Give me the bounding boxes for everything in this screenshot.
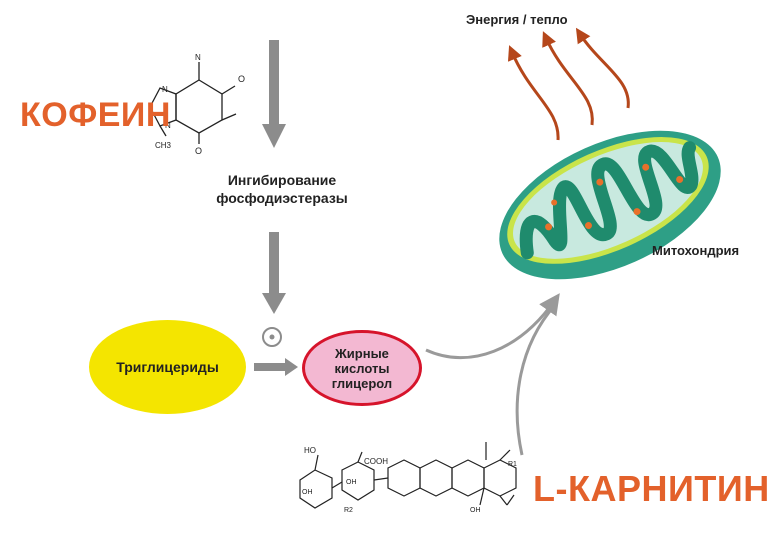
triglycerides-label: Триглицериды: [116, 359, 219, 375]
heat-arrows-icon: [507, 27, 630, 141]
fatty-acids-line3: глицерол: [331, 375, 393, 391]
curve-arrow-fatty-to-mito: [425, 293, 560, 360]
mitochondria-label: Митохондрия: [652, 243, 740, 258]
methyl-label: CH3: [155, 141, 172, 150]
mol-label-oh-2: OH: [346, 479, 357, 486]
mol-label-oh-3: OH: [470, 507, 481, 514]
svg-text:N: N: [162, 85, 168, 94]
flow-arrow-horizontal: [254, 358, 298, 376]
fatty-acids-line2: кислоты: [334, 360, 390, 376]
mol-label-ho: HO: [304, 446, 316, 455]
mitochondrion-icon: [499, 130, 721, 280]
carnitine-title: L-КАРНИТИН: [533, 468, 770, 509]
fatty-acids-line1: Жирные: [335, 345, 389, 361]
mol-label-oh-1: OH: [302, 489, 313, 496]
svg-text:N: N: [195, 53, 201, 62]
triglycerides-node: Триглицериды: [89, 320, 246, 414]
inhibition-symbol-icon: [262, 327, 282, 347]
mol-label-r2: R2: [344, 507, 353, 514]
svg-text:O: O: [195, 146, 202, 156]
inhibition-label-line2: фосфодиэстеразы: [216, 190, 348, 206]
fatty-acids-node: Жирные кислоты глицерол: [302, 330, 422, 406]
curve-arrow-carnitine-to-mito: [515, 304, 557, 456]
carnitine-structure: HO COOH OH OH R2 R1 OH: [299, 442, 517, 514]
caffeine-title: КОФЕИН: [20, 96, 171, 134]
inhibition-label: Ингибирование фосфодиэстеразы: [192, 171, 372, 207]
flow-arrow-top: [262, 40, 286, 148]
svg-text:O: O: [238, 74, 245, 84]
energy-heat-label: Энергия / тепло: [466, 12, 568, 27]
inhibition-label-line1: Ингибирование: [227, 172, 337, 188]
caffeine-structure: O O N N N CH3: [149, 53, 245, 156]
mol-label-r1: R1: [508, 461, 517, 468]
mol-label-cooh: COOH: [364, 457, 388, 466]
flow-arrow-middle: [262, 232, 286, 314]
svg-text:N: N: [165, 121, 171, 130]
